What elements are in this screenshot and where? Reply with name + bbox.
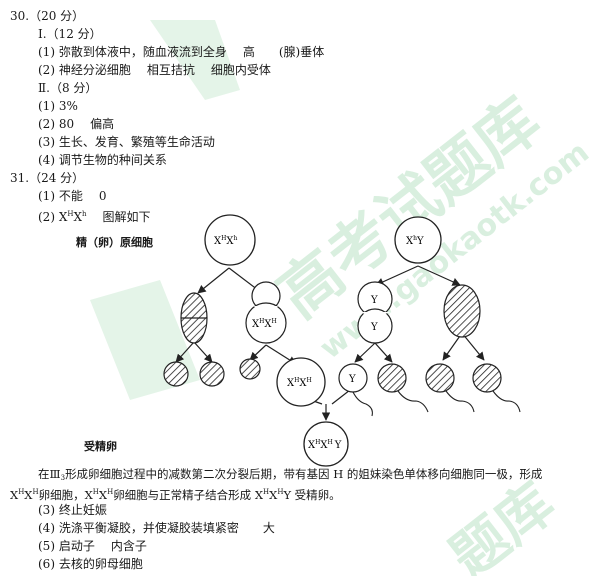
female-genotype: XHXh — [214, 235, 237, 247]
q31-line4: (4) 洗涤平衡凝胶，并使凝胶装填紧密大 — [38, 521, 275, 535]
q31-line5: (5) 启动子内含子 — [38, 539, 147, 553]
q31-line6: (6) 去核的卵母细胞 — [38, 557, 143, 571]
q31-line3: (3) 终止妊娠 — [38, 503, 107, 517]
male-y-top-label: Y — [370, 295, 378, 306]
secondary-spermatocyte-x — [443, 284, 481, 338]
secondary-oocyte — [245, 302, 287, 344]
polar-body-2 — [163, 361, 189, 387]
explanation-line2: XHXH卵细胞，XHXH卵细胞与正常精子结合形成 XHXHY 受精卵。 — [10, 488, 341, 502]
sperm-head-2 — [377, 363, 407, 393]
sperm-head-3 — [425, 363, 455, 393]
q30-part2-line4: (4) 调节生物的种间关系 — [38, 153, 167, 167]
egg-genotype: XHXH — [287, 377, 312, 389]
q30-part2-title: Ⅱ.（8 分） — [38, 81, 98, 95]
egg-cell — [276, 357, 326, 407]
q30-part1-title: Ⅰ.（12 分） — [38, 27, 102, 41]
sperm-y-label: Y — [348, 374, 356, 385]
polar-body-3 — [199, 361, 225, 387]
secondary-spermatocyte-y — [357, 308, 393, 344]
zygote-label: 受精卵 — [84, 440, 117, 453]
polar-body-4 — [239, 358, 261, 380]
secondary-oocyte-genotype: XHXH — [252, 318, 277, 330]
male-y-bottom-label: Y — [370, 322, 378, 333]
q30-part1-line2: (2) 神经分泌细胞相互拮抗细胞内受体 — [38, 63, 271, 77]
q30-part2-line3: (3) 生长、发育、繁殖等生命活动 — [38, 135, 215, 149]
q30-part2-line1: (1) 3% — [38, 99, 78, 113]
origin-cell-label: 精（卵）原细胞 — [76, 236, 153, 249]
q30-header: 30.（20 分） — [10, 9, 85, 23]
q30-part1-line1: (1) 弥散到体液中，随血液流到全身高(腺)垂体 — [38, 45, 325, 59]
explanation-line1: 在Ⅲ3形成卵细胞过程中的减数第二次分裂后期，带有基因 H 的姐妹染色单体移向细胞… — [38, 467, 543, 482]
male-genotype: XhY — [406, 235, 424, 247]
sperm-head-4 — [472, 363, 502, 393]
male-primary-cell — [394, 216, 442, 264]
female-primary-cell — [204, 214, 256, 266]
q31-header: 31.（24 分） — [10, 171, 85, 185]
zygote-cell — [303, 421, 349, 467]
